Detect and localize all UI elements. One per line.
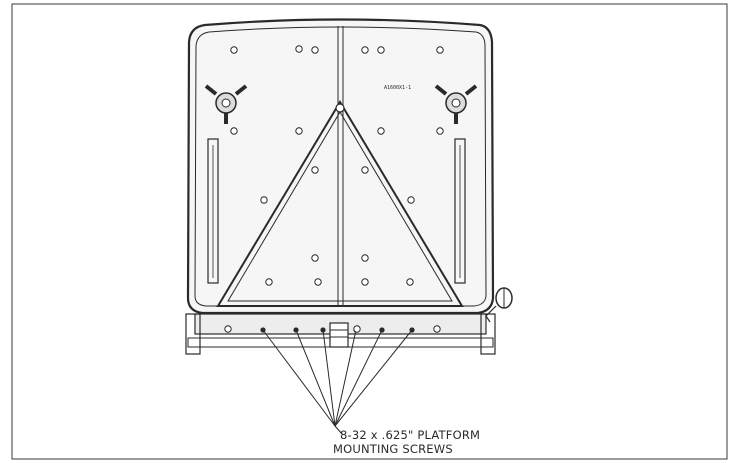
left-end-bracket	[185, 313, 201, 355]
right-rail	[454, 138, 466, 284]
platform-hole	[230, 46, 238, 54]
mounting-screw	[320, 327, 326, 333]
platform-hole	[361, 166, 369, 174]
platform-hole	[224, 325, 232, 333]
platform-hole	[311, 166, 319, 174]
platform-hole	[353, 325, 361, 333]
platform-hole	[436, 127, 444, 135]
platform-hole	[260, 196, 268, 204]
platform-hole	[230, 127, 238, 135]
platform-hole	[361, 278, 369, 286]
platform-hole	[361, 254, 369, 262]
mounting-screw	[293, 327, 299, 333]
leader-lines	[262, 329, 413, 435]
triangle-brace	[216, 100, 464, 307]
platform-hole	[377, 46, 385, 54]
center-clamp	[329, 322, 349, 348]
side-latch	[485, 287, 513, 323]
platform-outline	[186, 18, 495, 315]
platform-hole	[295, 127, 303, 135]
callout-line-1: 8-32 x .625" PLATFORM	[340, 428, 481, 442]
page-border	[11, 3, 728, 460]
mounting-screw	[260, 327, 266, 333]
platform-hole	[433, 325, 441, 333]
mounting-screw	[379, 327, 385, 333]
part-marking: A1600X1-1	[384, 85, 411, 91]
left-knob	[204, 84, 248, 124]
platform-hole	[265, 278, 273, 286]
callout-line-2: MOUNTING SCREWS	[333, 442, 453, 456]
platform-hole	[436, 46, 444, 54]
mounting-screw	[409, 327, 415, 333]
platform-hole	[295, 45, 303, 53]
platform-hole	[311, 254, 319, 262]
platform-hole	[361, 46, 369, 54]
platform-inner-outline	[194, 26, 487, 307]
platform-hole	[314, 278, 322, 286]
left-rail	[207, 138, 219, 284]
platform-hole	[311, 46, 319, 54]
platform-hole	[406, 278, 414, 286]
right-knob	[434, 84, 478, 124]
platform-hole	[407, 196, 415, 204]
platform-hole	[377, 127, 385, 135]
